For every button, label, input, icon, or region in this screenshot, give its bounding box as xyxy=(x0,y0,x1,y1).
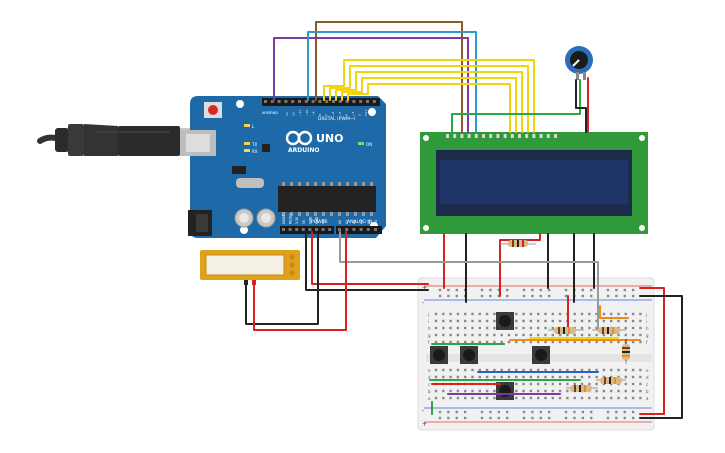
power-pin-label: GND xyxy=(315,216,319,224)
row-letter-d-left: d xyxy=(428,375,431,380)
resistor-lcd xyxy=(500,240,536,247)
row-letter-f-right: f xyxy=(646,340,648,345)
power-pin-label: GND xyxy=(308,216,312,224)
row-letter-h-left: h xyxy=(428,326,431,331)
row-letter-g-right: g xyxy=(646,333,649,338)
row-letter-g-left: g xyxy=(428,333,431,338)
analog-pin-label: A5 xyxy=(374,220,378,224)
chip-pins xyxy=(282,182,373,216)
row-letter-i-left: i xyxy=(428,319,429,324)
analog-pin-label: A0 xyxy=(338,220,342,224)
push-button-1[interactable] xyxy=(496,312,514,330)
resistor-5 xyxy=(566,385,598,392)
digital-pin-label: RX 0 xyxy=(371,109,375,116)
digital-label: DIGITAL (PWM~) xyxy=(318,116,356,122)
analog-label: ANALOG IN xyxy=(347,219,372,225)
analog-header xyxy=(336,226,382,234)
battery xyxy=(200,250,300,285)
digital-pin-label: ~5 xyxy=(338,111,342,116)
digital-pin-label: 13 xyxy=(285,112,289,116)
resistor-4 xyxy=(596,377,626,384)
power-pin-label: Vin xyxy=(322,219,326,224)
gnd-label: GND xyxy=(270,111,278,115)
digital-pin-label: ~9 xyxy=(311,111,315,116)
analog-pin-label: A4 xyxy=(367,220,371,224)
row-letter-d-right: d xyxy=(646,375,649,380)
resistor-1 xyxy=(548,327,584,334)
digital-pin-label: 2 xyxy=(358,114,362,116)
arduino-brand-label: ARDUINO xyxy=(288,147,319,154)
arduino-logo-icon xyxy=(285,130,313,146)
row-letter-f-left: f xyxy=(428,340,430,345)
row-letter-c-right: c xyxy=(646,382,648,387)
row-letter-i-right: i xyxy=(646,319,647,324)
push-button-3[interactable] xyxy=(460,346,478,364)
row-letter-j-right: j xyxy=(645,312,647,317)
analog-pin-label: A2 xyxy=(352,220,356,224)
row-letter-a-right: a xyxy=(646,396,649,401)
arduino-board: ARDUINO UNO DIGITAL (PWM~) POWER ANALOG … xyxy=(180,96,386,238)
lcd-pin-header xyxy=(446,134,557,138)
rail-minus-bottom: - xyxy=(422,407,424,414)
arduino-model-label: UNO xyxy=(316,132,344,145)
digital-pin-label: ~10 xyxy=(305,110,309,116)
rail-plus-bottom: + xyxy=(422,421,427,428)
rail-plus-top: + xyxy=(422,285,427,292)
rail-minus-top: - xyxy=(422,299,424,306)
on-label: ON xyxy=(366,142,372,147)
atmega-chip xyxy=(278,186,376,212)
push-button-2[interactable] xyxy=(430,346,448,364)
row-letter-e-left: e xyxy=(428,368,431,373)
resistor-3 xyxy=(622,340,630,364)
digital-pin-label: ~6 xyxy=(331,111,335,116)
digital-pin-label: 7 xyxy=(325,114,329,116)
digital-pin-label: 12 xyxy=(292,112,296,116)
analog-pin-label: A1 xyxy=(345,220,349,224)
potentiometer[interactable] xyxy=(565,46,593,80)
digital-pin-label: 4 xyxy=(344,114,348,116)
power-pin-label: 3.3V xyxy=(295,216,299,224)
power-label: POWER xyxy=(311,219,328,225)
lcd-screen xyxy=(440,160,628,204)
row-letter-b-left: b xyxy=(428,389,431,394)
lcd-display xyxy=(420,132,648,234)
power-pin-label: RESET xyxy=(289,214,293,224)
analog-pin-label: A3 xyxy=(360,220,364,224)
l-label: L xyxy=(252,124,255,129)
rx-label: RX xyxy=(252,149,258,154)
push-button-4[interactable] xyxy=(532,346,550,364)
tx-label: TX xyxy=(251,142,257,147)
row-letter-c-left: c xyxy=(428,382,430,387)
row-letter-e-right: e xyxy=(646,368,649,373)
power-pin-label: 5V xyxy=(302,219,306,224)
power-header xyxy=(280,226,334,234)
digital-pin-label: 8 xyxy=(318,114,322,116)
digital-pin-label: ~3 xyxy=(351,111,355,116)
row-letter-h-right: h xyxy=(646,326,649,331)
row-letter-j-left: j xyxy=(427,312,429,317)
digital-pin-label: TX 1 xyxy=(364,109,368,117)
aref-label: AREF xyxy=(262,111,271,115)
power-pin-label: IOREF xyxy=(282,214,286,224)
resistor-2 xyxy=(592,327,626,334)
digital-pin-label: ~11 xyxy=(298,110,302,116)
row-letter-b-right: b xyxy=(646,389,649,394)
row-letter-a-left: a xyxy=(428,396,431,401)
